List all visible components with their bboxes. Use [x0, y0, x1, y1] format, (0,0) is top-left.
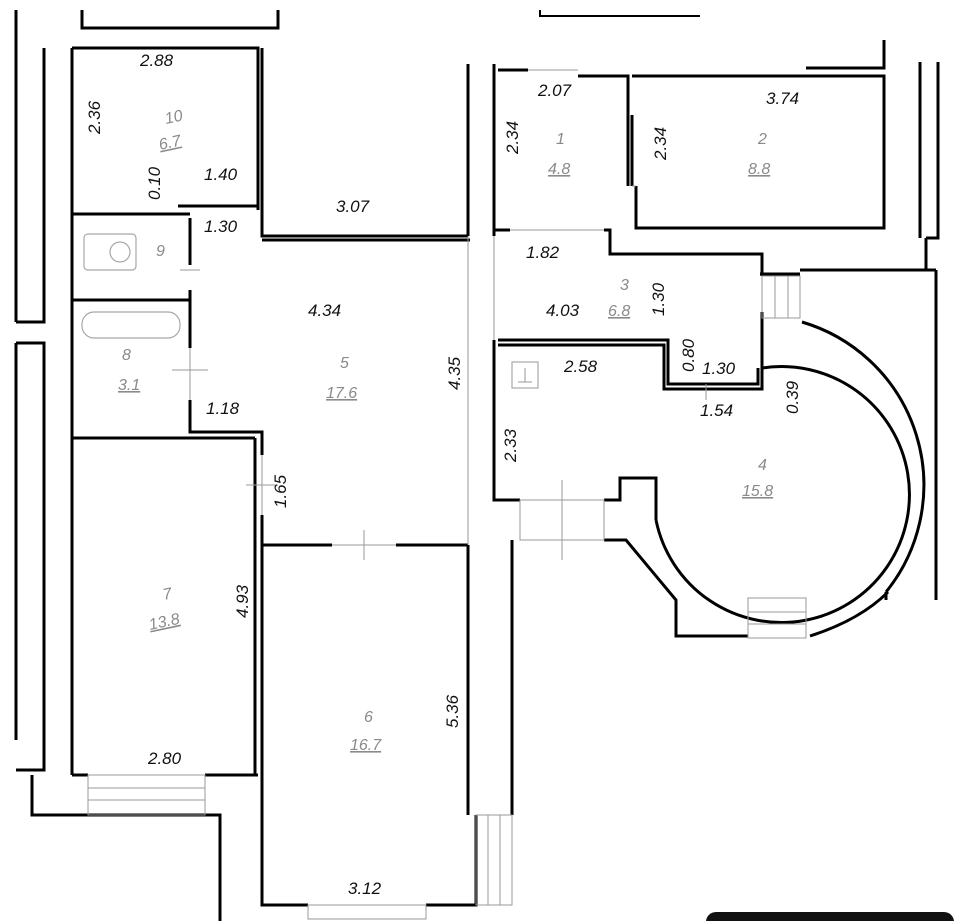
room-number: 5 — [340, 355, 349, 372]
dimension-label: 1.82 — [526, 243, 560, 262]
dimension-label: 1.30 — [204, 217, 238, 236]
room-area: 16.7 — [350, 737, 382, 754]
dimension-label: 2.33 — [501, 428, 520, 463]
toilet-icon — [83, 233, 137, 271]
dimension-label: 1.30 — [649, 282, 668, 316]
dimension-label: 4.03 — [546, 301, 580, 320]
dimension-labels: 2.88 2.36 0.10 1.40 1.30 3.07 2.07 2.34 … — [85, 51, 802, 898]
room-area: 15.8 — [742, 483, 773, 500]
room-number: 7 — [161, 585, 174, 604]
dimension-label: 0.39 — [783, 380, 802, 414]
dimension-label: 1.54 — [700, 401, 733, 420]
dimension-label: 3.74 — [766, 89, 799, 108]
room-area: 4.8 — [548, 161, 570, 178]
dimension-label: 4.35 — [445, 356, 464, 390]
dimension-label: 2.34 — [503, 121, 522, 155]
room-number: 2 — [757, 131, 767, 148]
dimension-label: 4.34 — [308, 301, 341, 320]
dimension-label: 2.34 — [651, 127, 670, 161]
dimension-label: 3.07 — [336, 197, 370, 216]
bay-window — [654, 272, 926, 638]
dimension-label: 0.80 — [679, 338, 698, 372]
dimension-label: 2.58 — [563, 357, 598, 376]
outer-walls — [14, 10, 940, 921]
room-area: 6.8 — [608, 303, 630, 320]
bathtub-icon — [81, 311, 181, 339]
dimension-label: 1.18 — [206, 399, 240, 418]
dimension-label: 4.93 — [233, 584, 252, 618]
room-number: 3 — [620, 277, 629, 294]
fixtures — [81, 233, 539, 389]
room-number: 10 — [163, 108, 184, 128]
room-number: 6 — [364, 709, 373, 726]
dimension-label: 2.36 — [85, 100, 104, 135]
dimension-label: 2.88 — [139, 51, 174, 70]
dimension-label: 3.12 — [348, 879, 382, 898]
dimension-label: 5.36 — [443, 694, 462, 728]
room-area: 6.7 — [157, 132, 183, 153]
room-area: 3.1 — [118, 377, 140, 394]
room-area: 13.8 — [147, 611, 181, 634]
openings — [87, 69, 807, 920]
overlay-bar — [706, 912, 954, 921]
room-number: 1 — [556, 131, 565, 148]
dimension-label: 2.07 — [537, 81, 572, 100]
dimension-label: 1.30 — [702, 359, 736, 378]
dimension-label: 0.10 — [145, 166, 164, 200]
dimension-label: 1.65 — [271, 474, 290, 508]
dimension-label: 2.80 — [147, 749, 182, 768]
interior-walls — [70, 46, 938, 907]
dimension-label: 1.40 — [204, 165, 238, 184]
sink-icon — [511, 361, 539, 389]
room-number: 4 — [758, 457, 767, 474]
room-number: 9 — [156, 243, 165, 260]
room-number: 8 — [122, 347, 131, 364]
room-area: 17.6 — [326, 385, 357, 402]
room-area: 8.8 — [748, 161, 770, 178]
